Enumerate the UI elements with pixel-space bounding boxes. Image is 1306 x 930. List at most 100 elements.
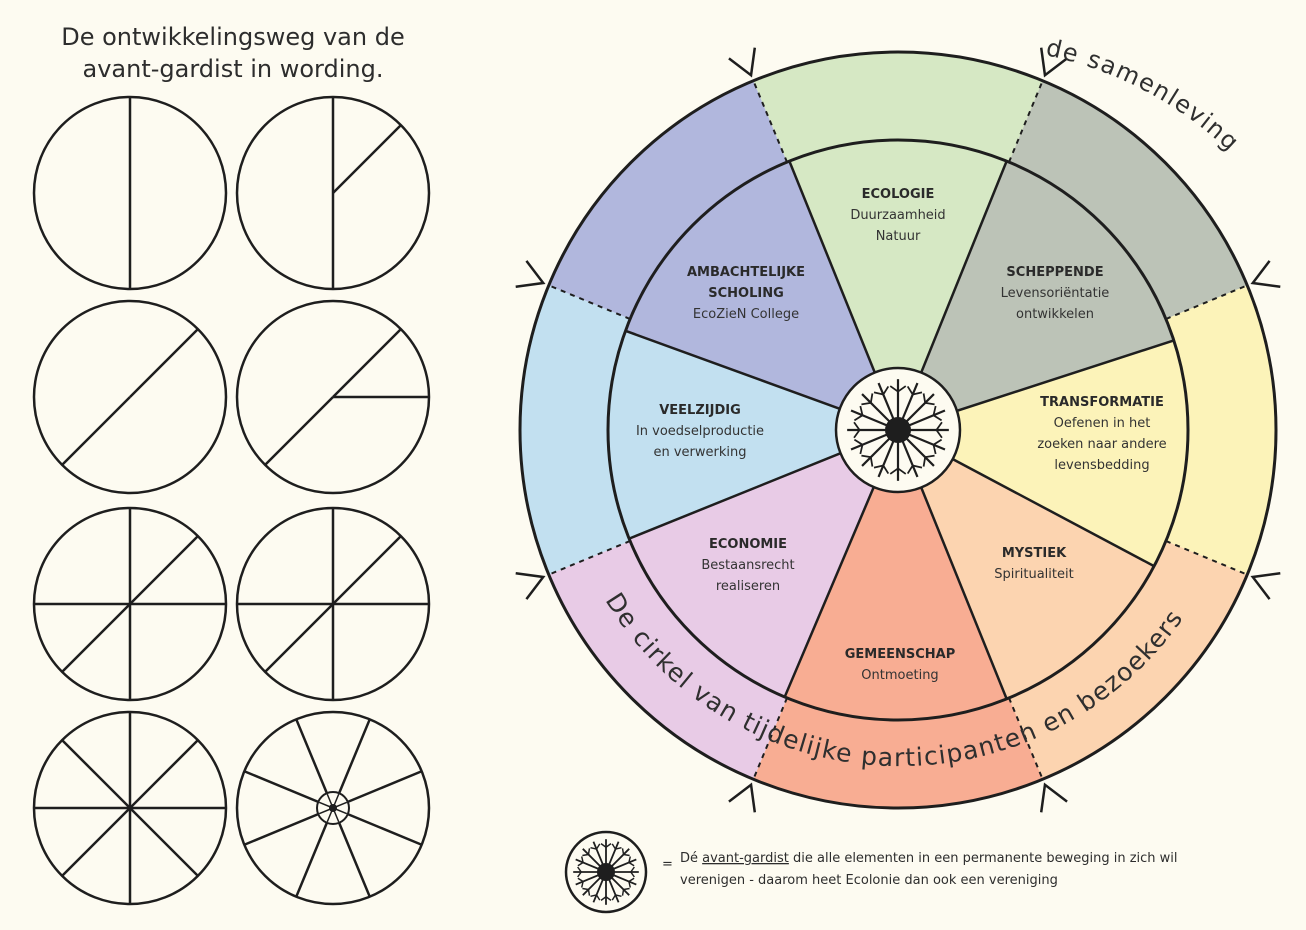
segment-title-scheppende: SCHEPPENDE xyxy=(1006,265,1103,280)
evolution-step-4 xyxy=(235,299,431,495)
segment-text-scheppende: Levensoriëntatie xyxy=(1001,286,1110,301)
evolution-line xyxy=(332,328,402,398)
ring-divider-dashed xyxy=(752,697,788,780)
segment-text-scheppende: ontwikkelen xyxy=(1016,307,1094,322)
outer-sector-scheppende xyxy=(1008,80,1248,320)
star-arrow xyxy=(611,843,622,850)
segment-text-veelzijdig: In voedselproductie xyxy=(636,424,764,439)
star-arrow xyxy=(853,405,864,422)
segment-text-transformatie: levensbedding xyxy=(1054,458,1149,473)
ring-chevrons xyxy=(515,47,1281,813)
evolution-line xyxy=(61,807,131,877)
evolution-line xyxy=(129,328,199,398)
evolution-line xyxy=(61,739,131,809)
chevron-icon xyxy=(1039,782,1068,813)
wheel-diagram: ECOLOGIEDuurzaamheidNatuurSCHEPPENDELeve… xyxy=(515,33,1281,813)
segment-text-transformatie: zoeken naar andere xyxy=(1037,437,1166,452)
chevron-icon xyxy=(1250,571,1281,600)
evolution-step-8 xyxy=(235,710,431,906)
evolution-step-5 xyxy=(32,506,228,702)
evolution-step-1 xyxy=(32,95,228,291)
segment-ecologie xyxy=(789,140,1007,430)
evolution-line xyxy=(129,807,199,877)
evolution-line xyxy=(129,535,199,605)
legend-avant-gardist-icon xyxy=(564,830,648,914)
outer-circle xyxy=(518,50,1278,810)
title-line-2: avant-gardist in wording. xyxy=(83,55,384,83)
star-arrow xyxy=(600,843,612,849)
legend-term-link: avant-gardist xyxy=(702,851,789,866)
chevron-icon xyxy=(728,47,757,78)
star-arrow xyxy=(889,385,907,393)
star-arrow xyxy=(582,887,591,896)
ring-divider-dashed xyxy=(1165,540,1248,576)
segment-text-gemeenschap: Ontmoeting xyxy=(861,668,938,683)
segment-veelzijdig xyxy=(608,330,898,539)
segment-text-economie: realiseren xyxy=(716,579,780,594)
evolution-step-3 xyxy=(32,299,228,495)
evolution-circle xyxy=(235,710,431,906)
chevron-icon xyxy=(728,782,757,813)
segment-text-veelzijdig: en verwerking xyxy=(653,445,746,460)
outer-sector-mystiek xyxy=(1008,540,1248,780)
star-arrow xyxy=(590,894,601,901)
ring-divider-dashed xyxy=(548,284,631,320)
segment-title-ecologie: ECOLOGIE xyxy=(862,187,935,202)
segment-labels: ECOLOGIEDuurzaamheidNatuurSCHEPPENDELeve… xyxy=(636,187,1167,683)
segment-title-transformatie: TRANSFORMATIE xyxy=(1040,395,1164,410)
segment-text-transformatie: Oefenen in het xyxy=(1054,416,1151,431)
star-dot xyxy=(885,417,911,443)
star-arrow xyxy=(935,421,943,439)
star-arrow xyxy=(629,866,635,878)
star-arrow xyxy=(621,848,630,857)
star-arrow xyxy=(853,421,861,439)
star-arrow xyxy=(577,856,584,867)
evolution-circles xyxy=(32,95,431,906)
chevron-icon xyxy=(1250,260,1281,289)
outer-sector-veelzijdig xyxy=(520,285,631,575)
star-arrow xyxy=(873,464,890,475)
segment-text-ambachtelijke: EcoZieN College xyxy=(693,307,799,322)
inner-segments xyxy=(608,140,1188,720)
evolution-hub-dot xyxy=(329,804,337,812)
star-arrow xyxy=(906,464,923,475)
star-arrow xyxy=(932,438,943,455)
evolution-step-2 xyxy=(235,95,431,291)
avant-gardist-center xyxy=(834,366,962,494)
segment-mystiek xyxy=(898,430,1155,699)
segment-gemeenschap xyxy=(784,430,1007,720)
star-dot xyxy=(597,863,615,881)
star-arrow xyxy=(861,454,874,467)
chevron-icon xyxy=(1039,47,1068,78)
star-arrow xyxy=(889,467,907,475)
star-arrow xyxy=(621,887,630,896)
ring-divider-dashed xyxy=(548,540,631,576)
title-line-1: De ontwikkelingsweg van de xyxy=(61,23,404,51)
ring-divider-dashed xyxy=(1008,697,1044,780)
star-arrow xyxy=(628,856,635,867)
outer-sector-gemeenschap xyxy=(753,697,1043,808)
star-arrow xyxy=(922,454,935,467)
segment-title-veelzijdig: VEELZIJDIG xyxy=(659,403,741,418)
segment-economie xyxy=(629,430,898,697)
legend-line-1: Dé avant-gardist die alle elementen in e… xyxy=(680,851,1178,866)
legend-line-2: verenigen - daarom heet Ecolonie dan ook… xyxy=(680,873,1058,888)
evolution-line xyxy=(61,396,131,466)
ring-divider-dashed xyxy=(752,80,788,163)
evolution-step-6 xyxy=(235,506,431,702)
star-arrow xyxy=(873,385,890,396)
segment-text-ecologie: Natuur xyxy=(876,229,921,244)
star-arrow xyxy=(628,877,635,888)
segment-text-ambachtelijke: SCHOLING xyxy=(708,286,784,301)
ring-divider-dashed xyxy=(1165,284,1248,320)
outer-sector-ambachtelijke xyxy=(548,80,788,320)
outer-sector-ecologie xyxy=(753,52,1043,163)
star-arrow xyxy=(577,877,584,888)
segment-title-mystiek: MYSTIEK xyxy=(1002,546,1067,561)
evolution-line xyxy=(264,396,334,466)
evolution-line xyxy=(332,535,402,605)
star-arrow xyxy=(932,405,943,422)
inner-circle xyxy=(606,138,1190,722)
star-arrow xyxy=(582,848,591,857)
